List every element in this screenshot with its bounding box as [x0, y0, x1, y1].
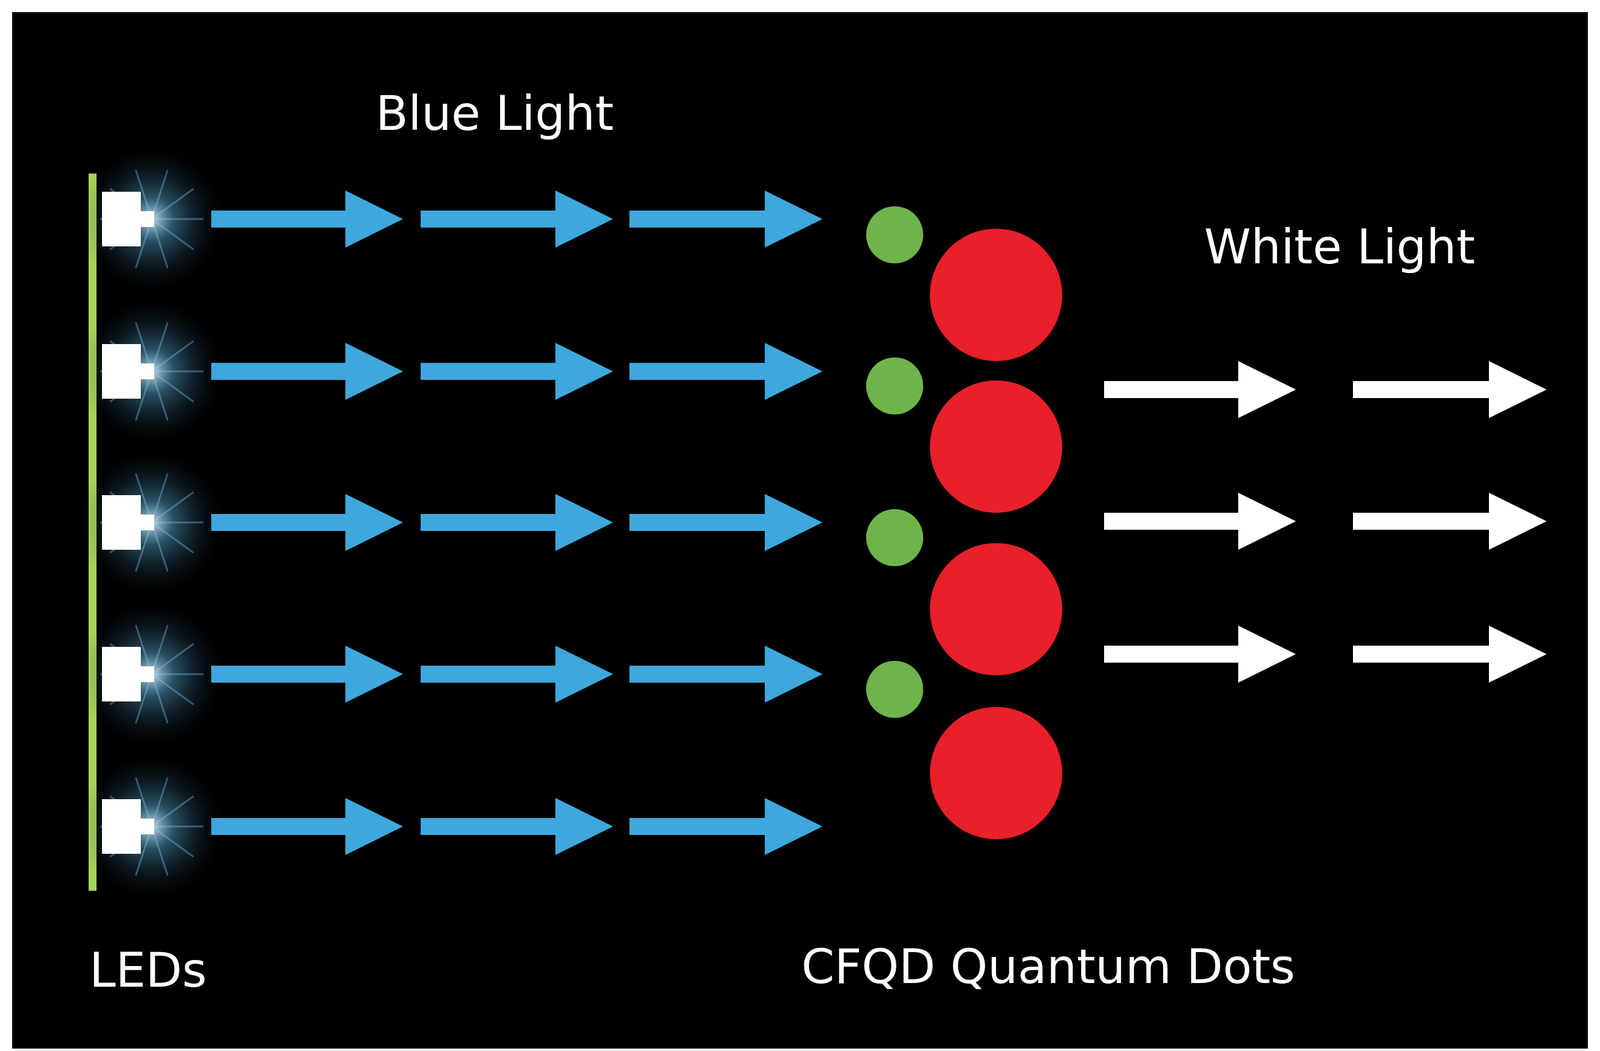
green-quantum-dot [866, 206, 924, 264]
blue-light-arrow [420, 645, 614, 703]
red-quantum-dot [929, 707, 1063, 840]
led-tip [140, 514, 155, 531]
blue-light-arrow [629, 494, 823, 552]
led-tip [140, 818, 155, 835]
blue-light-arrow [629, 798, 823, 856]
white-light-arrow [1104, 492, 1296, 550]
led-ray [151, 188, 194, 220]
red-quantum-dot [929, 380, 1063, 513]
led-ray [151, 371, 194, 402]
red-quantum-dot [929, 543, 1063, 676]
white-light-arrow [1104, 361, 1296, 419]
led-ray [151, 218, 204, 221]
green-quantum-dot [866, 661, 924, 719]
led-ray [151, 522, 204, 524]
label-text: LEDs [89, 945, 207, 998]
led-ray [151, 522, 194, 553]
led-glow [78, 298, 225, 445]
blue-light-arrow [420, 190, 614, 248]
blue-light-arrow [420, 342, 614, 400]
white-light-arrow [1352, 625, 1547, 683]
led-body [101, 191, 141, 247]
led-ray [151, 674, 194, 705]
blue-light-arrow [211, 190, 404, 248]
background-panel [12, 12, 1588, 1049]
blue-light-arrow [629, 190, 823, 248]
led-ray [151, 370, 204, 373]
led-body [101, 344, 141, 399]
label-text: CFQD Quantum Dots [801, 941, 1295, 994]
led-glow [78, 146, 225, 292]
blue-light-arrow [211, 494, 404, 552]
green-quantum-dot [866, 509, 924, 567]
led-tip [140, 666, 155, 683]
led-ray [151, 219, 194, 250]
green-quantum-dot [866, 357, 924, 415]
led-body [101, 647, 141, 702]
blue-light-arrow [211, 342, 404, 400]
led-glow [78, 449, 225, 596]
led-ray [151, 492, 194, 523]
led-tip [140, 211, 155, 228]
blue-light-arrow [211, 645, 404, 703]
blue-light-arrow [420, 494, 614, 552]
white-light-arrow [1104, 625, 1296, 683]
led-ray [151, 644, 194, 675]
white-light-arrow [1352, 361, 1547, 419]
led-ray [151, 826, 204, 828]
led-body [101, 799, 141, 855]
led-tip [140, 363, 155, 380]
led-ray [151, 673, 204, 676]
blue-light-arrow [211, 798, 404, 856]
led-ray [151, 826, 194, 858]
red-quantum-dot [929, 228, 1063, 362]
led-ray [151, 796, 194, 827]
blue-light-arrow [420, 798, 614, 856]
led-body [101, 495, 141, 550]
led-glow [78, 753, 225, 900]
led-glow [78, 601, 225, 748]
label-text: Blue Light [375, 88, 614, 141]
blue-light-arrow [629, 342, 823, 400]
label-text: White Light [1204, 221, 1475, 274]
white-light-arrow [1352, 492, 1547, 550]
blue-light-arrow [629, 645, 823, 703]
led-ray [151, 341, 194, 372]
